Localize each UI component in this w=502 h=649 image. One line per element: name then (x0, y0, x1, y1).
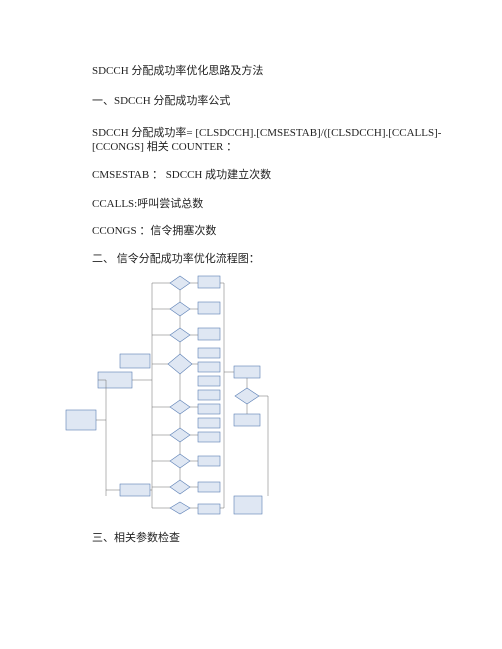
flow-action-5 (197, 361, 221, 373)
flow-box-right-1 (233, 365, 261, 379)
flow-action-4 (197, 347, 221, 359)
section-heading-formula: 一、SDCCH 分配成功率公式 (92, 95, 231, 107)
flow-action-9 (197, 417, 221, 429)
flow-action-6 (197, 375, 221, 387)
flow-diamond-6 (169, 427, 191, 443)
formula-line-2: [CCONGS] 相关 COUNTER ： (92, 141, 238, 153)
definition-ccalls: CCALLS:呼叫尝试总数 (92, 198, 204, 210)
flow-action-12 (197, 481, 221, 493)
flow-action-11 (197, 455, 221, 467)
flow-box-start (65, 409, 97, 431)
flow-diamond-2 (169, 301, 191, 317)
flow-box-left-2 (119, 353, 151, 369)
flow-diamond-3 (169, 327, 191, 343)
flow-diamond-right (234, 387, 260, 405)
flow-action-1 (197, 275, 221, 289)
flow-diamond-4 (167, 353, 193, 375)
flow-diamond-9 (169, 501, 191, 515)
flow-action-2 (197, 301, 221, 315)
flow-diamond-8 (169, 479, 191, 495)
flow-box-right-2 (233, 413, 261, 427)
flow-action-10 (197, 431, 221, 443)
flow-box-right-3 (233, 495, 263, 515)
flow-action-3 (197, 327, 221, 341)
definition-ccongs: CCONGS ：信令拥塞次数 (92, 225, 217, 237)
formula-line-1: SDCCH 分配成功率= [CLSDCCH].[CMSESTAB]/([CLSD… (92, 127, 442, 139)
flow-action-7 (197, 389, 221, 401)
section-heading-flowchart: 二、 信令分配成功率优化流程图： (92, 253, 260, 265)
flow-action-8 (197, 403, 221, 415)
optimization-flowchart-image (65, 275, 269, 515)
flow-diamond-5 (169, 399, 191, 415)
document-title: SDCCH 分配成功率优化思路及方法 (92, 65, 264, 77)
section-heading-parameters: 三、相关参数检查 (92, 532, 180, 544)
flow-action-13 (197, 503, 221, 515)
flow-box-left-3 (119, 483, 151, 497)
flow-diamond-7 (169, 453, 191, 469)
definition-cmsestab: CMSESTAB ： SDCCH 成功建立次数 (92, 169, 272, 181)
flow-diamond-1 (169, 275, 191, 291)
